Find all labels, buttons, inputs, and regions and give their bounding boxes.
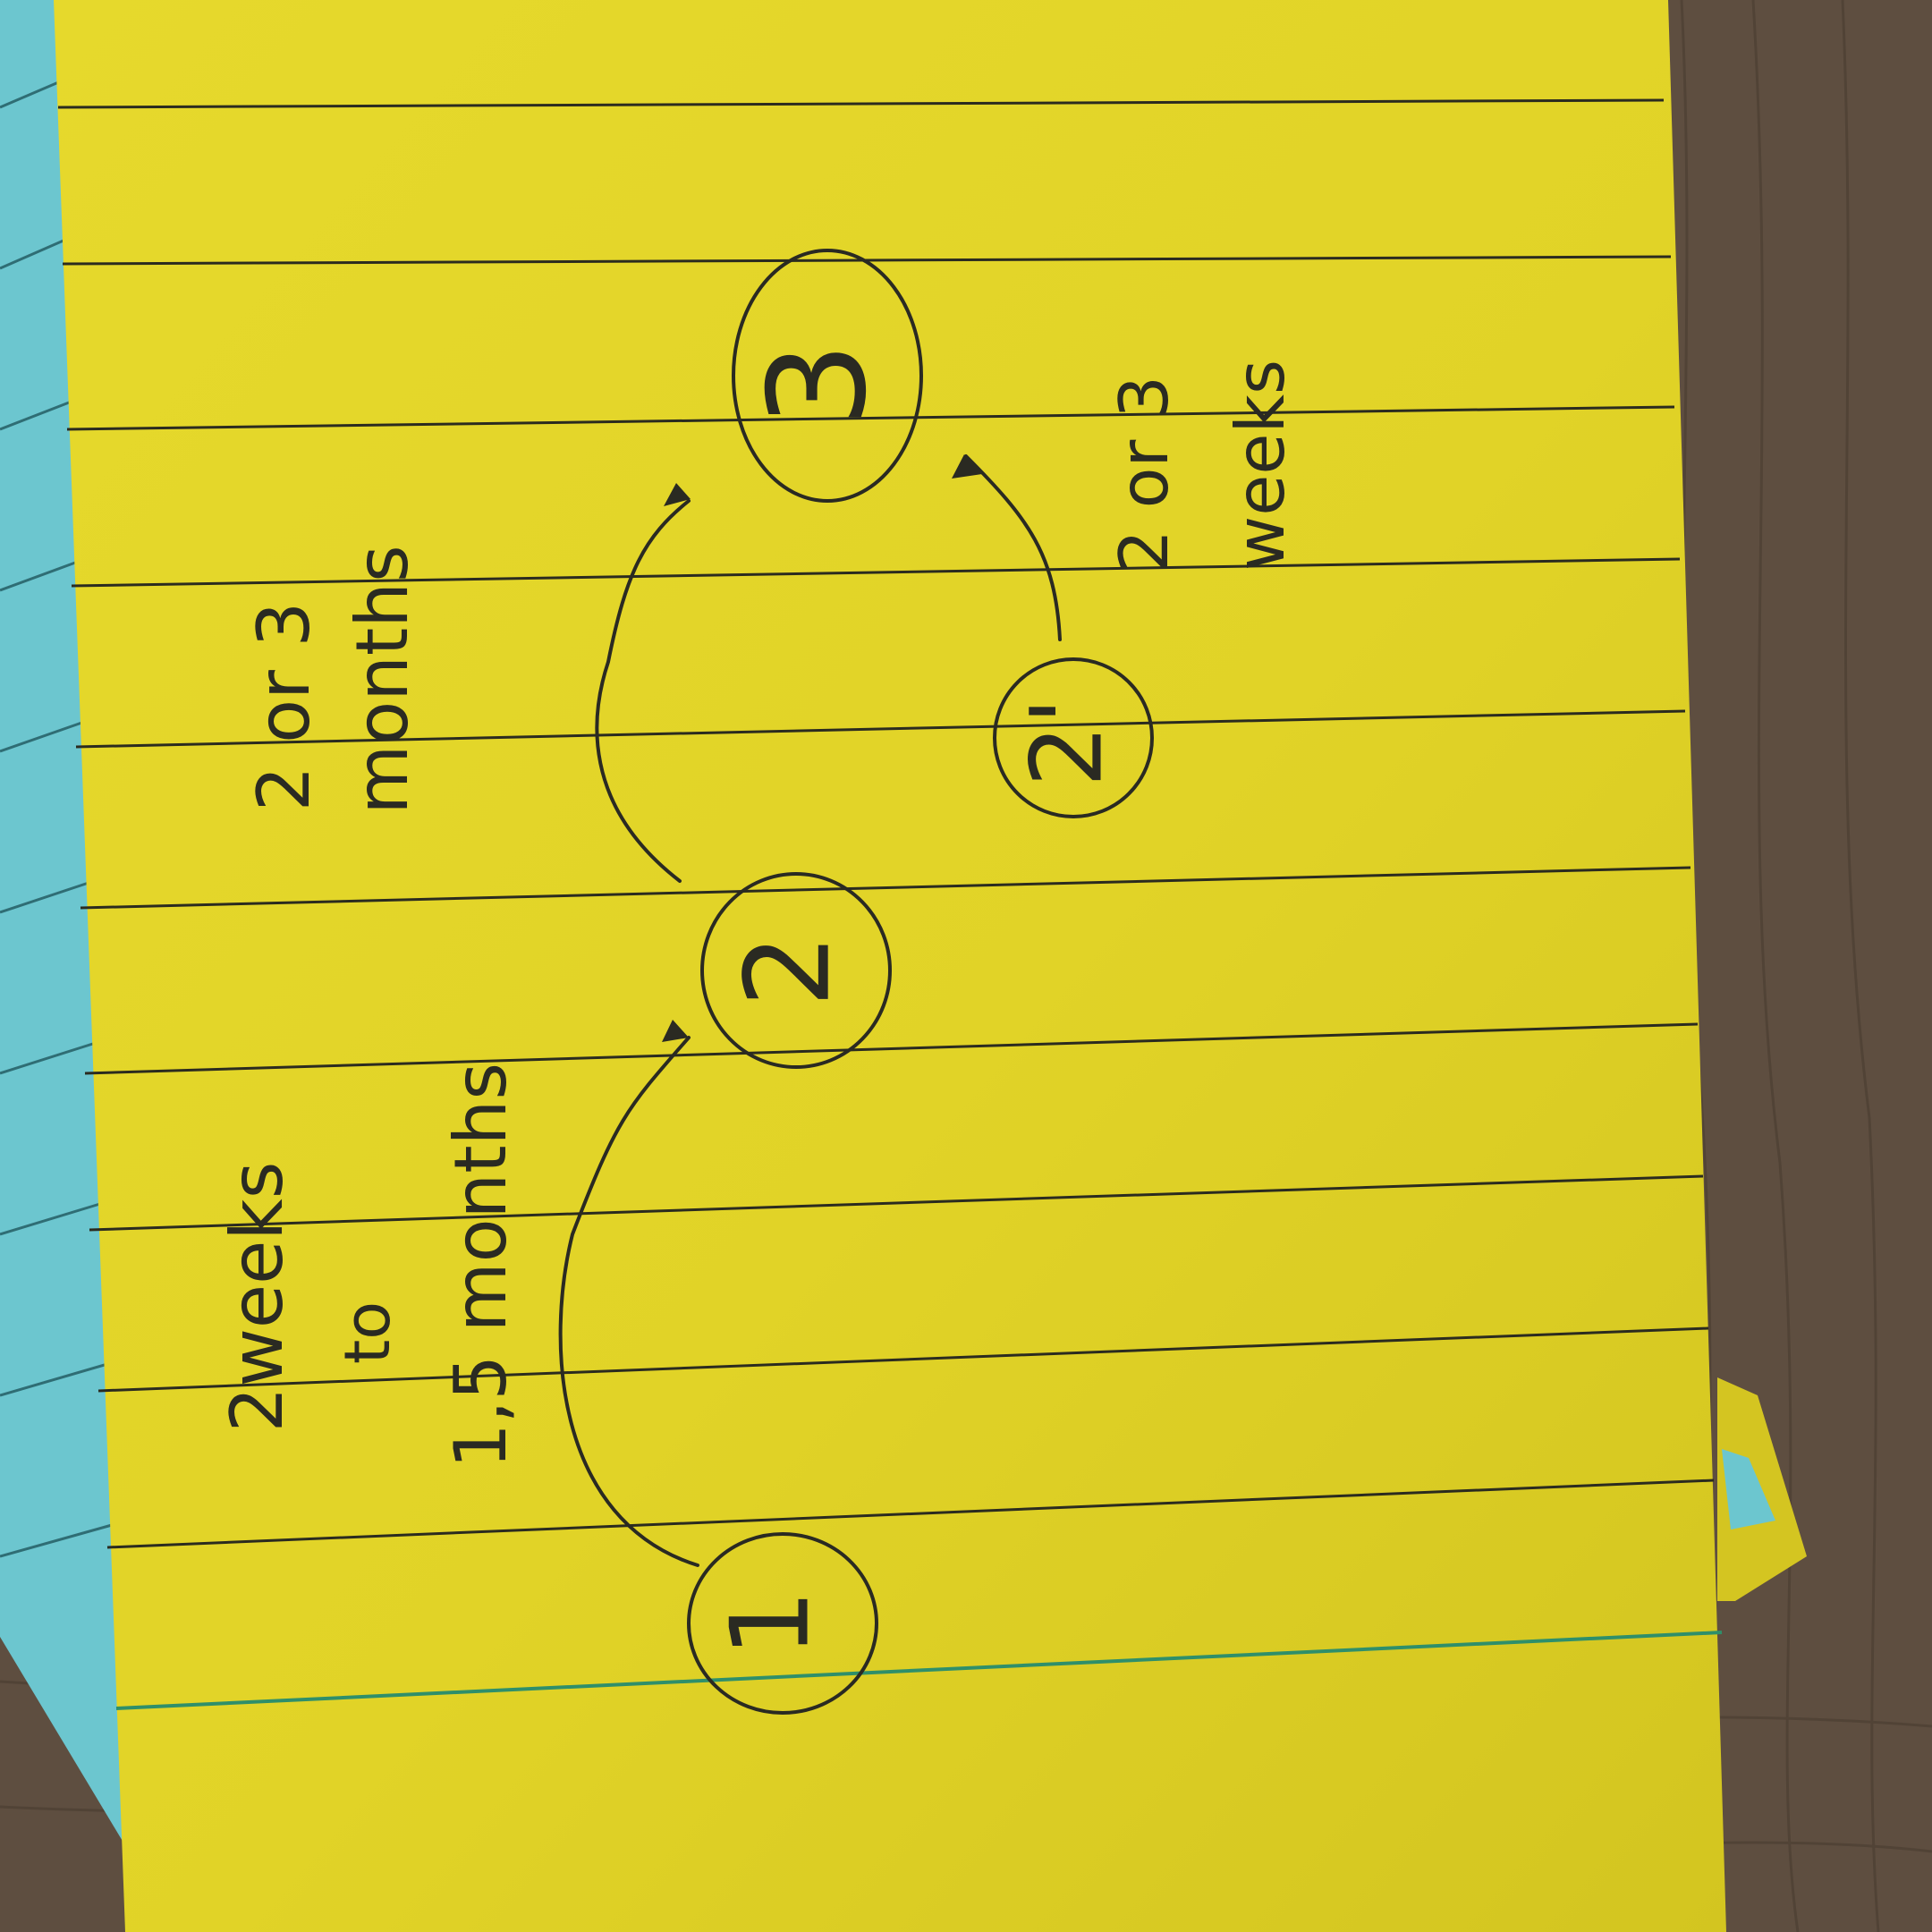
blue-card-corner	[1722, 1449, 1775, 1530]
margin-line	[115, 1631, 1723, 1710]
node-3-label: 3	[741, 342, 896, 427]
node-circles	[687, 249, 1154, 1715]
arrowhead-3	[952, 454, 982, 479]
node-2-prime-label: 2'	[1009, 698, 1123, 787]
circle-node-2-prime	[993, 657, 1154, 818]
label-2-or-3-months: 2 or 3 months	[242, 545, 424, 814]
arrowheads	[662, 454, 982, 1042]
label-2-or-3-weeks: 2 or 3 weeks	[1105, 360, 1300, 572]
label-a-line1: 2weeks	[216, 1162, 299, 1433]
label-a-line3: 1,5 months	[439, 1063, 522, 1469]
arrow-2-to-3	[595, 499, 691, 883]
label-2weeks-to-1-5-months: 2weeks to 1,5 months	[216, 1063, 522, 1469]
label-b-line2: months	[341, 545, 424, 814]
arrow-1-to-2	[558, 1036, 699, 1567]
circle-node-3	[732, 249, 923, 503]
circle-node-2	[700, 872, 892, 1069]
ruled-lines	[57, 98, 1715, 1549]
arrow-2prime-to-3	[964, 454, 1062, 641]
label-c-line1: 2 or 3	[1105, 376, 1183, 572]
arrowhead-2	[664, 483, 691, 506]
node-2-label: 2	[720, 934, 856, 1008]
label-a-line2: to	[331, 1301, 404, 1364]
arrows	[558, 454, 1062, 1567]
circle-node-1	[687, 1532, 878, 1715]
blue-card-lines	[0, 79, 113, 1558]
label-c-line2: weeks	[1221, 360, 1300, 571]
arrowhead-1	[662, 1020, 689, 1042]
label-b-line1: 2 or 3	[242, 602, 326, 812]
node-1-label: 1	[709, 1589, 834, 1657]
